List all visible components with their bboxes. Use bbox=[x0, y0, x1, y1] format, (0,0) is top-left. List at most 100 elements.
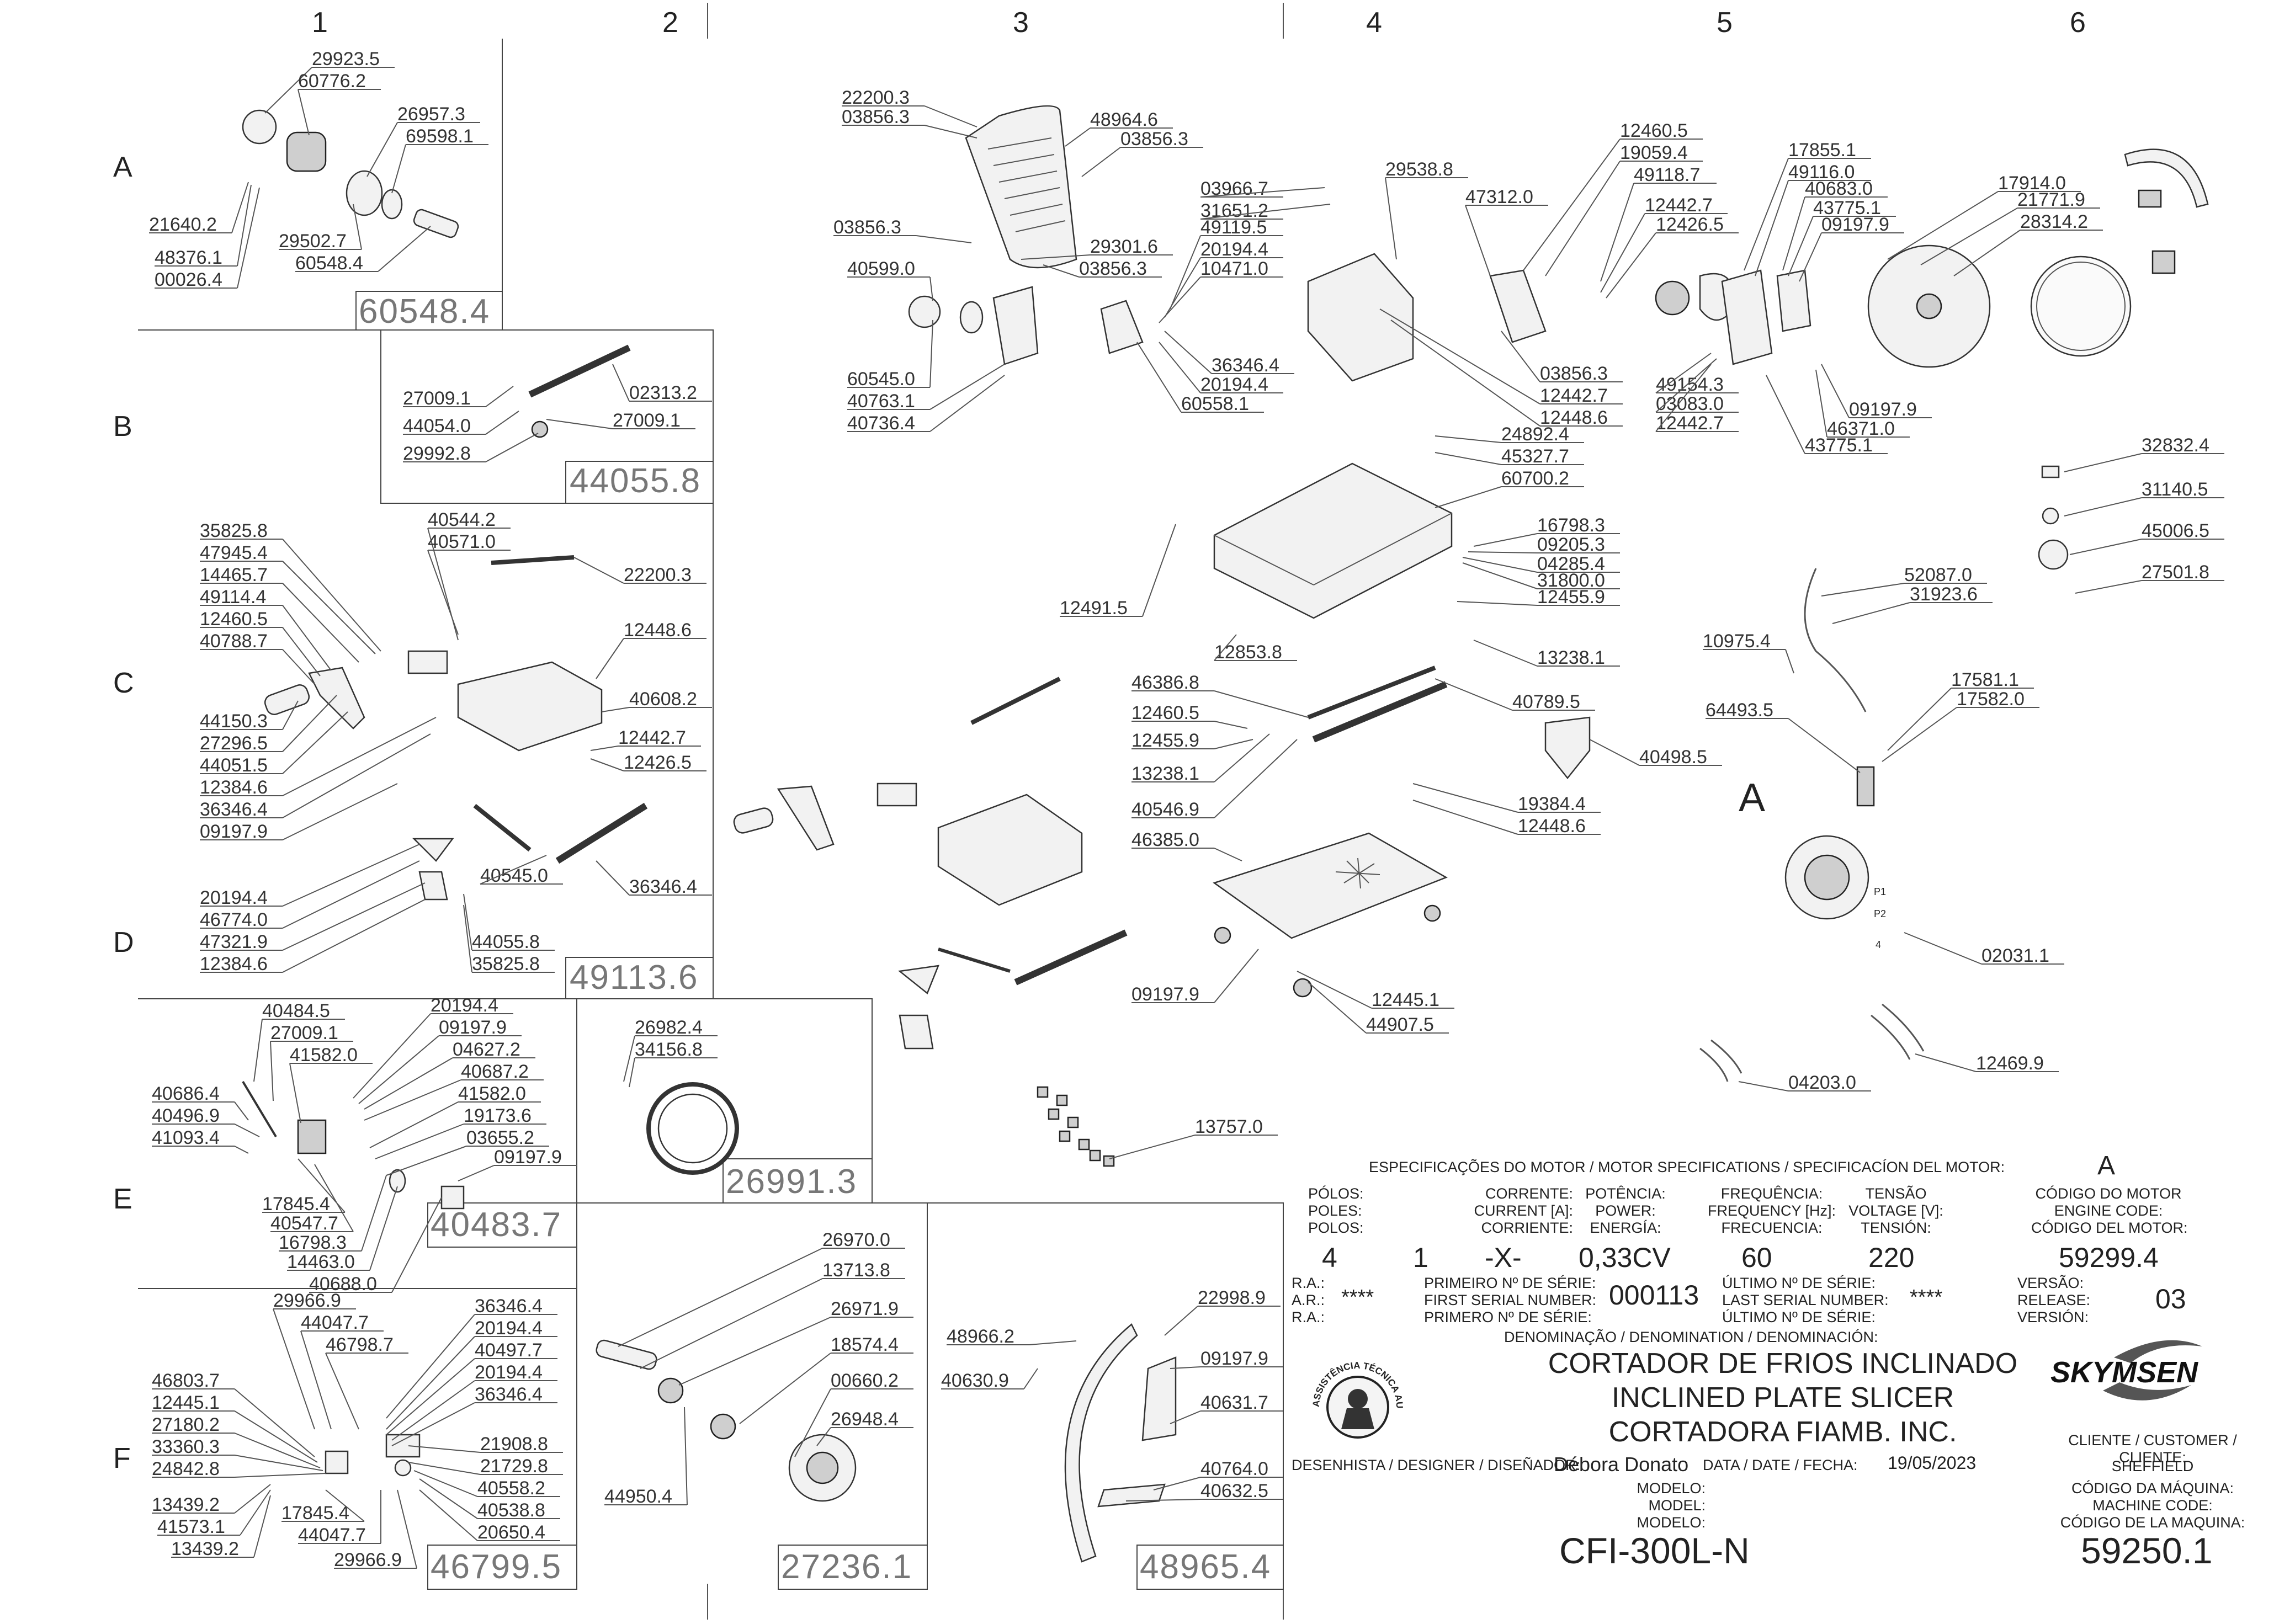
rod-part bbox=[491, 555, 575, 565]
leader-line bbox=[1214, 739, 1253, 749]
subassembly-code: 27236.1 bbox=[781, 1548, 912, 1586]
row-letters: A B C D E F bbox=[113, 151, 134, 1474]
leader-line bbox=[1473, 533, 1538, 547]
bracket-part bbox=[412, 838, 454, 862]
part-number-label: 40497.7 bbox=[475, 1340, 543, 1361]
part-number-label: 29992.8 bbox=[403, 443, 471, 464]
row-letter: B bbox=[113, 411, 132, 443]
fastener-cluster bbox=[1037, 1086, 1115, 1167]
part-number-label: 34156.8 bbox=[635, 1039, 703, 1060]
leader-line bbox=[1832, 602, 1910, 624]
block-part bbox=[325, 1450, 349, 1474]
leader-line bbox=[419, 1489, 478, 1541]
bracket-part bbox=[418, 871, 448, 901]
part-number-label: 49116.0 bbox=[1788, 162, 1855, 183]
part-number-label: 36346.4 bbox=[475, 1384, 543, 1405]
rod-part bbox=[1307, 665, 1436, 720]
part-number-label: 12460.5 bbox=[200, 609, 268, 630]
blade-guard-part bbox=[965, 105, 1077, 269]
poles-labels: PÓLOS:POLES:POLOS: bbox=[1308, 1185, 1364, 1236]
leader-line bbox=[2075, 580, 2142, 594]
part-number-label: 40571.0 bbox=[428, 531, 496, 552]
part-number-label: 20194.4 bbox=[431, 995, 498, 1016]
leader-line bbox=[1799, 232, 1822, 282]
rod-part bbox=[938, 947, 1011, 973]
part-number-label: 12469.9 bbox=[1976, 1053, 2044, 1074]
motor-letter: A bbox=[2097, 1151, 2116, 1180]
part-number-label: 17845.4 bbox=[281, 1503, 349, 1524]
part-number-label: 12455.9 bbox=[1131, 730, 1199, 751]
leader-line bbox=[1412, 783, 1518, 813]
cable-part bbox=[1804, 568, 1867, 712]
leader-line bbox=[573, 557, 624, 584]
leader-line bbox=[1214, 739, 1298, 818]
leader-line bbox=[391, 1197, 442, 1293]
part-number-label: 13238.1 bbox=[1131, 763, 1199, 784]
code-box bbox=[565, 461, 714, 504]
row-letter: D bbox=[113, 927, 134, 959]
part-number-label: 12426.5 bbox=[624, 752, 692, 773]
leader-line bbox=[929, 276, 933, 301]
part-number-label: 10975.4 bbox=[1703, 631, 1771, 652]
guard-arc-part bbox=[1064, 1323, 1138, 1563]
row-letter: A bbox=[113, 151, 132, 183]
leader-line bbox=[391, 1402, 475, 1446]
bushing-part bbox=[346, 170, 383, 216]
leader-line bbox=[618, 1248, 823, 1347]
code-box bbox=[1136, 1545, 1284, 1590]
leader-line bbox=[282, 605, 332, 671]
part-number-label: 09205.3 bbox=[1537, 534, 1605, 555]
model-value: CFI-300L-N bbox=[1559, 1530, 1750, 1571]
leader-line bbox=[929, 320, 933, 388]
leader-line bbox=[314, 1164, 354, 1232]
leader-line bbox=[1766, 375, 1805, 454]
leader-line bbox=[1462, 562, 1538, 589]
last-serial-value: **** bbox=[1910, 1286, 1943, 1309]
part-number-label: 26971.9 bbox=[831, 1298, 899, 1319]
leader-line bbox=[298, 89, 310, 136]
subassembly-code: 44055.8 bbox=[570, 462, 701, 500]
pulley-part bbox=[1655, 280, 1690, 316]
leader-line bbox=[1214, 634, 1237, 661]
part-number-label: 20194.4 bbox=[475, 1362, 543, 1383]
row-letter: C bbox=[113, 667, 134, 699]
leader-line bbox=[386, 1314, 475, 1419]
leader-line bbox=[1170, 1366, 1201, 1369]
machine-code-labels: CÓDIGO DA MÁQUINA:MACHINE CODE:CÓDIGO DE… bbox=[2060, 1480, 2245, 1531]
subassembly-code: 49113.6 bbox=[570, 959, 699, 997]
lever-part bbox=[777, 785, 835, 851]
part-number-label: 29966.9 bbox=[334, 1550, 402, 1570]
part-number-label: 12448.6 bbox=[1518, 816, 1586, 837]
part-number-label: 24892.4 bbox=[1501, 424, 1569, 445]
leader-line bbox=[1821, 583, 1905, 597]
leader-line bbox=[273, 1308, 315, 1430]
leader-line bbox=[2069, 539, 2142, 555]
part-number-label: 47312.0 bbox=[1465, 187, 1533, 207]
sharpener-part bbox=[2151, 250, 2176, 274]
part-number-label: 40558.2 bbox=[477, 1478, 545, 1499]
designer-label: DESENHISTA / DESIGNER / DISEÑADOR: bbox=[1292, 1457, 1581, 1473]
leader-line bbox=[353, 1013, 431, 1099]
leader-line bbox=[1887, 688, 1952, 751]
part-number-label: 40599.0 bbox=[847, 258, 915, 279]
leader-line bbox=[1200, 187, 1325, 198]
part-number-label: 49114.4 bbox=[200, 587, 266, 608]
leader-line bbox=[282, 733, 431, 818]
part-number-label: 03856.3 bbox=[842, 107, 910, 127]
part-number-label: 03856.3 bbox=[1079, 258, 1147, 279]
code-box bbox=[427, 1202, 577, 1248]
part-number-label: 32832.4 bbox=[2142, 435, 2209, 456]
leader-line bbox=[369, 1101, 459, 1148]
leader-line bbox=[1170, 235, 1201, 310]
blade-ring-part bbox=[2030, 255, 2132, 357]
part-number-label: 27009.1 bbox=[270, 1023, 338, 1043]
leader-line bbox=[623, 1035, 635, 1082]
leader-line bbox=[1379, 308, 1540, 404]
part-number-label: 09197.9 bbox=[1200, 1348, 1268, 1369]
part-number-label: 12445.1 bbox=[1372, 989, 1439, 1010]
subassembly-code: 48965.4 bbox=[1140, 1548, 1271, 1586]
motor-housing-part bbox=[1307, 253, 1414, 382]
leader-line bbox=[1465, 205, 1491, 276]
part-number-label: 20194.4 bbox=[1200, 239, 1268, 260]
